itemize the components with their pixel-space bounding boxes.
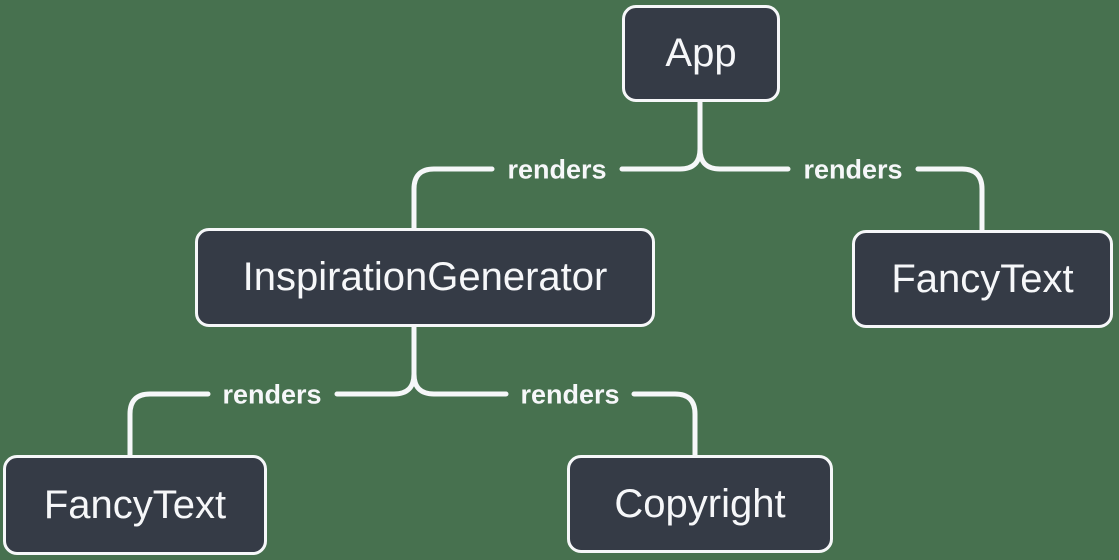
node-inspiration-generator-label: InspirationGenerator bbox=[242, 255, 608, 299]
node-inspiration-generator: InspirationGenerator bbox=[195, 228, 655, 327]
edge-inspirationgenerator-copyright-drop bbox=[631, 391, 698, 458]
edge-inspirationgenerator-copyright-fork bbox=[411, 324, 509, 397]
node-copyright-label: Copyright bbox=[614, 481, 786, 526]
edge-app-inspirationgenerator-fork bbox=[619, 100, 703, 172]
edge-app-fancytext-drop bbox=[915, 166, 985, 233]
node-app-label: App bbox=[665, 31, 737, 75]
edge-label-app-fancytext: renders bbox=[803, 154, 903, 185]
node-fancy-text-bottom: FancyText bbox=[3, 455, 267, 555]
node-copyright: Copyright bbox=[567, 455, 833, 553]
node-fancy-text-top-label: FancyText bbox=[891, 256, 1074, 301]
edge-inspirationgenerator-fancytext-fork bbox=[334, 324, 417, 397]
edge-label-inspirationgenerator-copyright: renders bbox=[520, 379, 620, 410]
edge-label-inspirationgenerator-fancytext: renders bbox=[222, 379, 322, 410]
edge-label-app-inspirationgenerator: renders bbox=[507, 154, 607, 185]
node-fancy-text-top: FancyText bbox=[852, 230, 1113, 328]
edge-app-inspirationgenerator-drop bbox=[411, 166, 495, 231]
edge-app-fancytext-fork bbox=[697, 100, 791, 172]
edge-inspirationgenerator-fancytext-drop bbox=[127, 391, 211, 458]
node-fancy-text-bottom-label: FancyText bbox=[43, 482, 227, 527]
node-app: App bbox=[622, 5, 780, 102]
